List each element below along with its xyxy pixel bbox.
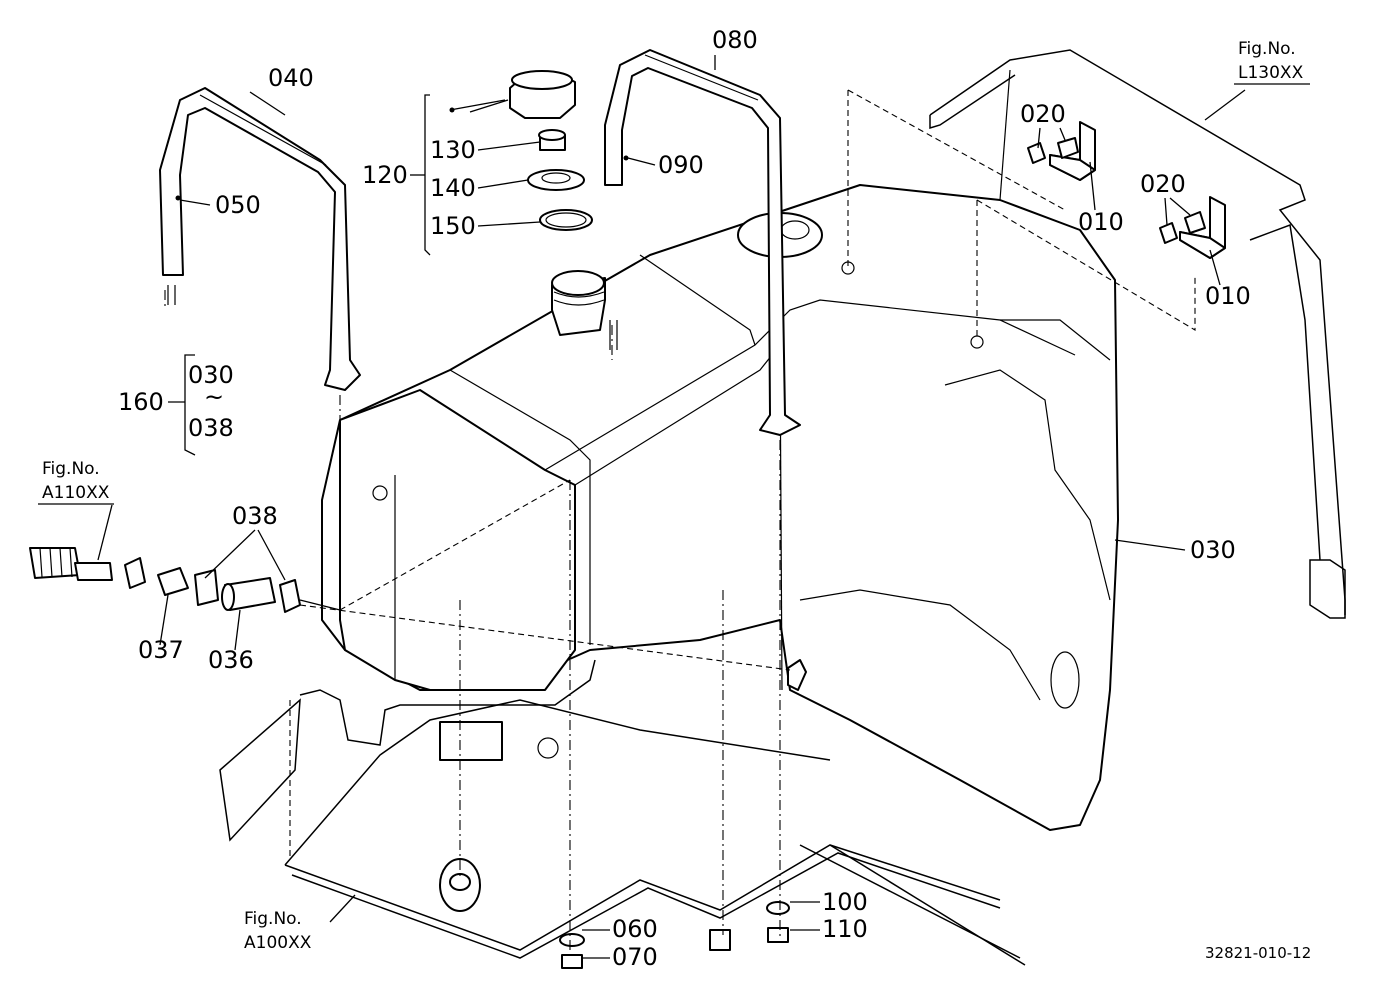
label-080: 080: [712, 26, 758, 54]
label-036: 036: [208, 646, 254, 674]
label-038: 038: [232, 502, 278, 530]
strap-040: [159, 87, 361, 391]
label-060: 060: [612, 915, 658, 943]
fig-ref-a110-fig: Fig.No.: [42, 459, 100, 479]
label-160: 160: [118, 388, 164, 416]
rear-frame: [929, 49, 1346, 619]
strap-080: [604, 49, 801, 436]
label-040: 040: [268, 64, 314, 92]
fuel-tank: [321, 184, 1119, 831]
part-labels: 040 050 080 090 120 130 140 150 160 030 …: [118, 26, 1251, 971]
label-range-end: 038: [188, 414, 234, 442]
figure-references: Fig.No. L130XX Fig.No. A110XX Fig.No. A1…: [38, 39, 1311, 962]
fig-ref-a110-code: A110XX: [42, 483, 110, 503]
label-range-tilde: ~: [204, 383, 224, 411]
label-010-b: 010: [1205, 282, 1251, 310]
label-050: 050: [215, 191, 261, 219]
label-120: 120: [362, 161, 408, 189]
fig-ref-l130-code: L130XX: [1238, 63, 1304, 83]
label-020-b: 020: [1140, 170, 1186, 198]
label-110: 110: [822, 915, 868, 943]
floor-plate: [219, 659, 1026, 966]
fig-ref-a100-code: A100XX: [244, 933, 312, 953]
bottom-fasteners: [449, 873, 790, 969]
label-range-start: 030: [188, 361, 234, 389]
hose-filter-assembly: [29, 547, 341, 613]
drawing-number: 32821-010-12: [1205, 944, 1311, 962]
filler-cap-assembly: [509, 70, 593, 231]
label-030: 030: [1190, 536, 1236, 564]
label-130: 130: [430, 136, 476, 164]
label-070: 070: [612, 943, 658, 971]
label-010-a: 010: [1078, 208, 1124, 236]
label-037: 037: [138, 636, 184, 664]
fig-ref-l130-fig: Fig.No.: [1238, 39, 1296, 59]
leader-lines: [97, 55, 1246, 959]
label-150: 150: [430, 212, 476, 240]
fig-ref-a100-fig: Fig.No.: [244, 909, 302, 929]
label-140: 140: [430, 174, 476, 202]
bracket-assembly: [1027, 121, 1226, 259]
label-090: 090: [658, 151, 704, 179]
assembly-lines: [164, 89, 1196, 955]
label-100: 100: [822, 888, 868, 916]
label-020-a: 020: [1020, 100, 1066, 128]
